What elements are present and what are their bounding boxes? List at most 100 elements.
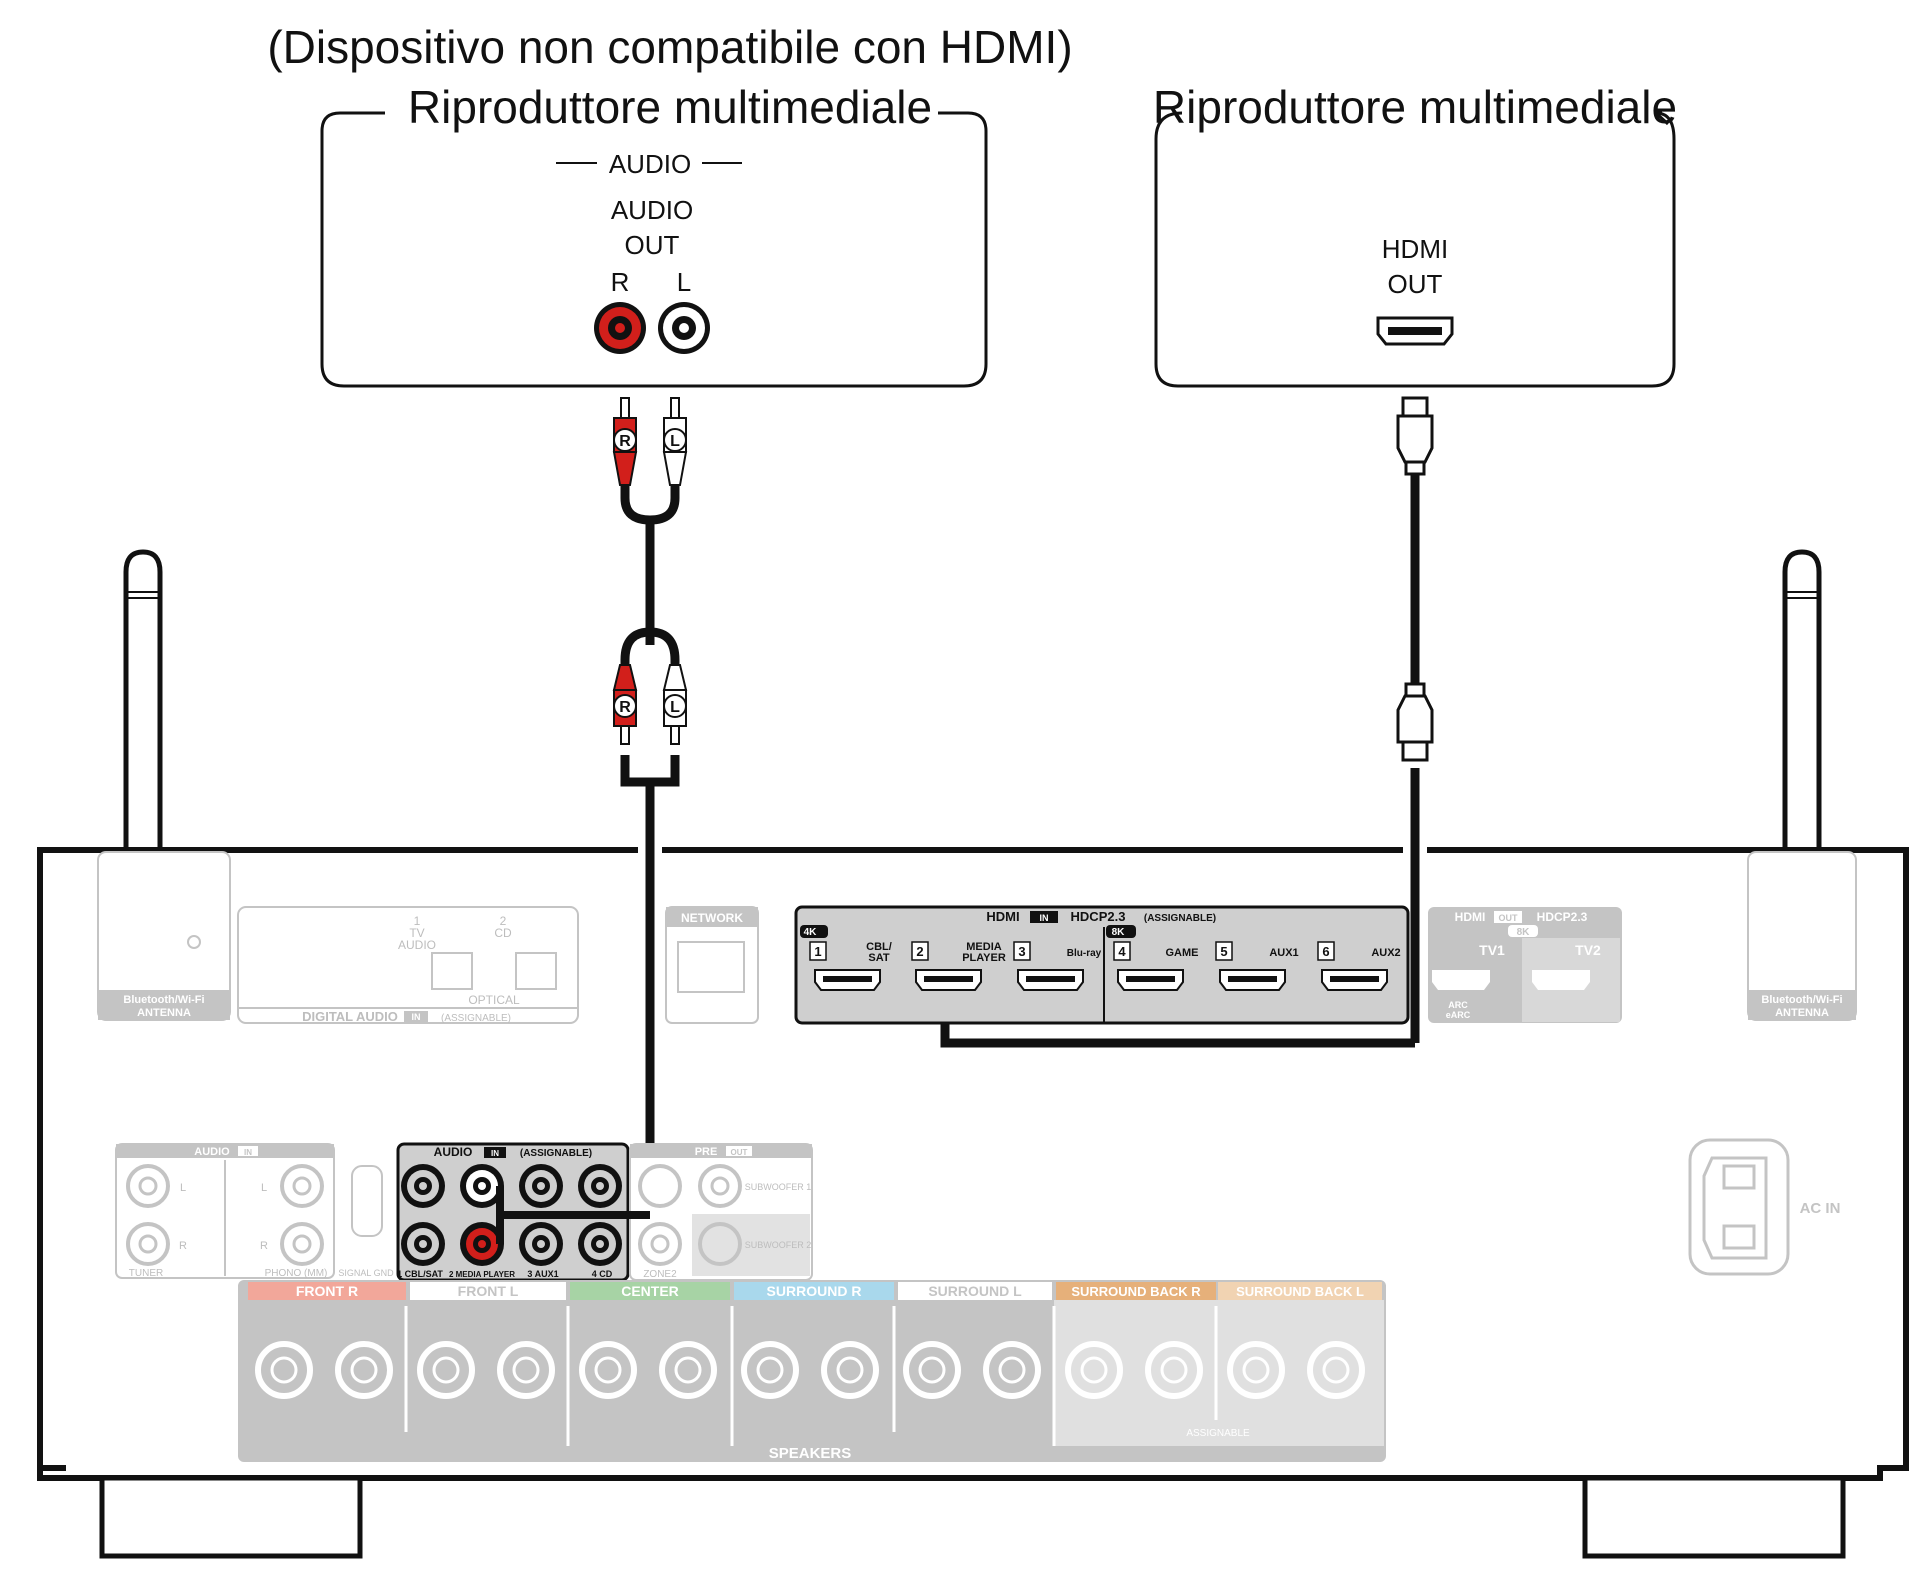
svg-text:3 AUX1: 3 AUX1 bbox=[527, 1269, 558, 1279]
svg-text:IN: IN bbox=[1040, 913, 1049, 923]
svg-text:1: 1 bbox=[414, 914, 421, 928]
jack-l-label: L bbox=[677, 267, 691, 297]
antenna-right bbox=[1782, 549, 1822, 850]
rca-jack-r[interactable] bbox=[594, 302, 646, 354]
svg-text:5: 5 bbox=[1220, 944, 1227, 959]
svg-text:DIGITAL AUDIO: DIGITAL AUDIO bbox=[302, 1009, 398, 1024]
svg-text:AUDIO: AUDIO bbox=[434, 1145, 473, 1159]
svg-text:2 MEDIA PLAYER: 2 MEDIA PLAYER bbox=[449, 1270, 515, 1279]
svg-text:HDMI: HDMI bbox=[986, 909, 1019, 924]
hdmi-incompatible-note: (Dispositivo non compatibile con HDMI) bbox=[267, 21, 1072, 73]
pre-out-panel: PRE OUT ZONE2 SUBWOOFER 1 SUBWOOFER 2 bbox=[629, 1143, 813, 1281]
svg-text:4 CD: 4 CD bbox=[592, 1269, 613, 1279]
audio-in-jack-3-r[interactable] bbox=[519, 1222, 563, 1266]
hdmi-in-6[interactable]: 6 AUX2 bbox=[1317, 941, 1401, 991]
hdmi-out-label: HDMI bbox=[1382, 234, 1448, 264]
digital-audio-panel: 1 TV AUDIO 2 CD OPTICAL DIGITAL AUDIO IN… bbox=[237, 906, 579, 1024]
hdmi-out-tv2[interactable] bbox=[1532, 970, 1590, 990]
plug-l-label-bottom: L bbox=[670, 699, 680, 716]
optical-port-1[interactable] bbox=[431, 952, 473, 990]
plug-l-badge-top bbox=[663, 428, 687, 452]
svg-text:2: 2 bbox=[500, 914, 507, 928]
audio-section-label: AUDIO bbox=[609, 149, 691, 179]
audio-out-label-2: OUT bbox=[625, 230, 680, 260]
svg-text:ARC: ARC bbox=[1448, 1000, 1468, 1010]
svg-text:CD: CD bbox=[494, 926, 512, 940]
audio-in-panel: AUDIO IN (ASSIGNABLE) 1 CBL/SAT 2 MEDIA … bbox=[396, 1142, 630, 1282]
svg-text:TV: TV bbox=[409, 926, 424, 940]
svg-text:CBL/: CBL/ bbox=[866, 941, 892, 953]
svg-text:(ASSIGNABLE): (ASSIGNABLE) bbox=[441, 1013, 511, 1024]
svg-text:SIGNAL GND: SIGNAL GND bbox=[338, 1268, 394, 1278]
svg-text:L: L bbox=[261, 1182, 267, 1194]
speakers-label: SPEAKERS bbox=[769, 1445, 852, 1462]
svg-text:Blu-ray: Blu-ray bbox=[1067, 948, 1102, 959]
audio-in-jack-1-r[interactable] bbox=[401, 1222, 445, 1266]
svg-text:8K: 8K bbox=[1517, 927, 1531, 938]
svg-text:AUX1: AUX1 bbox=[1269, 947, 1298, 959]
optical-port-2[interactable] bbox=[515, 952, 557, 990]
svg-text:(ASSIGNABLE): (ASSIGNABLE) bbox=[520, 1148, 592, 1159]
hdmi-in-1[interactable]: 1 CBL/ SAT bbox=[809, 941, 892, 991]
foot-right bbox=[1582, 1475, 1846, 1559]
audio-in-jack-3-l[interactable] bbox=[519, 1164, 563, 1208]
svg-text:R: R bbox=[260, 1240, 268, 1252]
network-port: NETWORK bbox=[665, 906, 759, 1024]
hdmi-media-player: Riproduttore multimediale HDMI OUT bbox=[1153, 81, 1677, 388]
svg-text:1 CBL/SAT: 1 CBL/SAT bbox=[397, 1269, 443, 1279]
ethernet-jack[interactable] bbox=[677, 941, 745, 993]
hdmi-in-2-media-player[interactable]: 2 MEDIA PLAYER bbox=[911, 941, 1006, 991]
svg-text:(ASSIGNABLE): (ASSIGNABLE) bbox=[1144, 913, 1216, 924]
hdmi-in-4[interactable]: 4 GAME bbox=[1113, 941, 1199, 991]
plug-r-badge-bottom bbox=[613, 694, 637, 718]
svg-text:4K: 4K bbox=[804, 927, 818, 938]
hdmi-player-frame bbox=[1154, 111, 1676, 388]
svg-text:CENTER: CENTER bbox=[621, 1283, 679, 1299]
audio-in-jack-2-r[interactable] bbox=[460, 1222, 504, 1266]
hdmi-out-tv1[interactable] bbox=[1432, 970, 1490, 990]
svg-text:PRE: PRE bbox=[695, 1146, 718, 1158]
antenna-base-left: Bluetooth/Wi-Fi ANTENNA bbox=[97, 851, 231, 1021]
svg-text:SURROUND L: SURROUND L bbox=[928, 1283, 1022, 1299]
svg-text:SURROUND BACK R: SURROUND BACK R bbox=[1071, 1284, 1201, 1299]
antenna-left bbox=[123, 549, 163, 850]
plug-r-label-top: R bbox=[619, 433, 631, 450]
svg-text:NETWORK: NETWORK bbox=[681, 911, 743, 925]
audio-in-jack-1-l[interactable] bbox=[401, 1164, 445, 1208]
audio-in-jack-2-l[interactable] bbox=[460, 1164, 504, 1208]
svg-text:8K: 8K bbox=[1112, 927, 1126, 938]
svg-text:SAT: SAT bbox=[868, 952, 889, 964]
svg-text:AUX2: AUX2 bbox=[1371, 947, 1400, 959]
hdmi-in-5[interactable]: 5 AUX1 bbox=[1215, 941, 1299, 991]
hdmi-out-label-2: OUT bbox=[1388, 269, 1443, 299]
svg-text:FRONT R: FRONT R bbox=[296, 1283, 358, 1299]
svg-text:OUT: OUT bbox=[731, 1148, 748, 1157]
svg-text:SURROUND BACK L: SURROUND BACK L bbox=[1236, 1284, 1364, 1299]
speaker-terminals: SPEAKERS ASSIGNABLE FRONT R FRONT L CENT… bbox=[238, 1280, 1386, 1462]
svg-text:ZONE2: ZONE2 bbox=[643, 1269, 677, 1280]
audio-out-label: AUDIO bbox=[611, 195, 693, 225]
antenna-base-right: Bluetooth/Wi-Fi ANTENNA bbox=[1747, 851, 1857, 1021]
svg-text:SUBWOOFER 2: SUBWOOFER 2 bbox=[745, 1240, 812, 1250]
svg-text:GAME: GAME bbox=[1166, 947, 1199, 959]
svg-text:AUDIO: AUDIO bbox=[194, 1146, 230, 1158]
svg-text:SUBWOOFER 1: SUBWOOFER 1 bbox=[745, 1182, 812, 1192]
svg-text:IN: IN bbox=[491, 1149, 499, 1158]
plug-l-label-top: L bbox=[670, 433, 680, 450]
antenna-left-label-2: ANTENNA bbox=[137, 1007, 191, 1019]
analog-media-player: (Dispositivo non compatibile con HDMI) R… bbox=[267, 21, 1073, 388]
svg-text:ASSIGNABLE: ASSIGNABLE bbox=[1186, 1428, 1250, 1439]
ghost-audio-in-panel: AUDIO IN L L R R TUNER PHONO (MM) SIGNAL… bbox=[115, 1143, 394, 1279]
audio-in-jack-4-r[interactable] bbox=[578, 1222, 622, 1266]
analog-player-frame bbox=[320, 111, 988, 388]
svg-text:4: 4 bbox=[1118, 944, 1126, 959]
ac-in-socket: AC IN bbox=[1688, 1138, 1840, 1276]
foot-left bbox=[99, 1475, 363, 1559]
antenna-right-label: Bluetooth/Wi-Fi bbox=[1761, 994, 1842, 1006]
rca-jack-l[interactable] bbox=[658, 302, 710, 354]
hdmi-in-3[interactable]: 3 Blu-ray bbox=[1013, 941, 1102, 991]
svg-text:SURROUND R: SURROUND R bbox=[767, 1283, 862, 1299]
audio-in-jack-4-l[interactable] bbox=[578, 1164, 622, 1208]
